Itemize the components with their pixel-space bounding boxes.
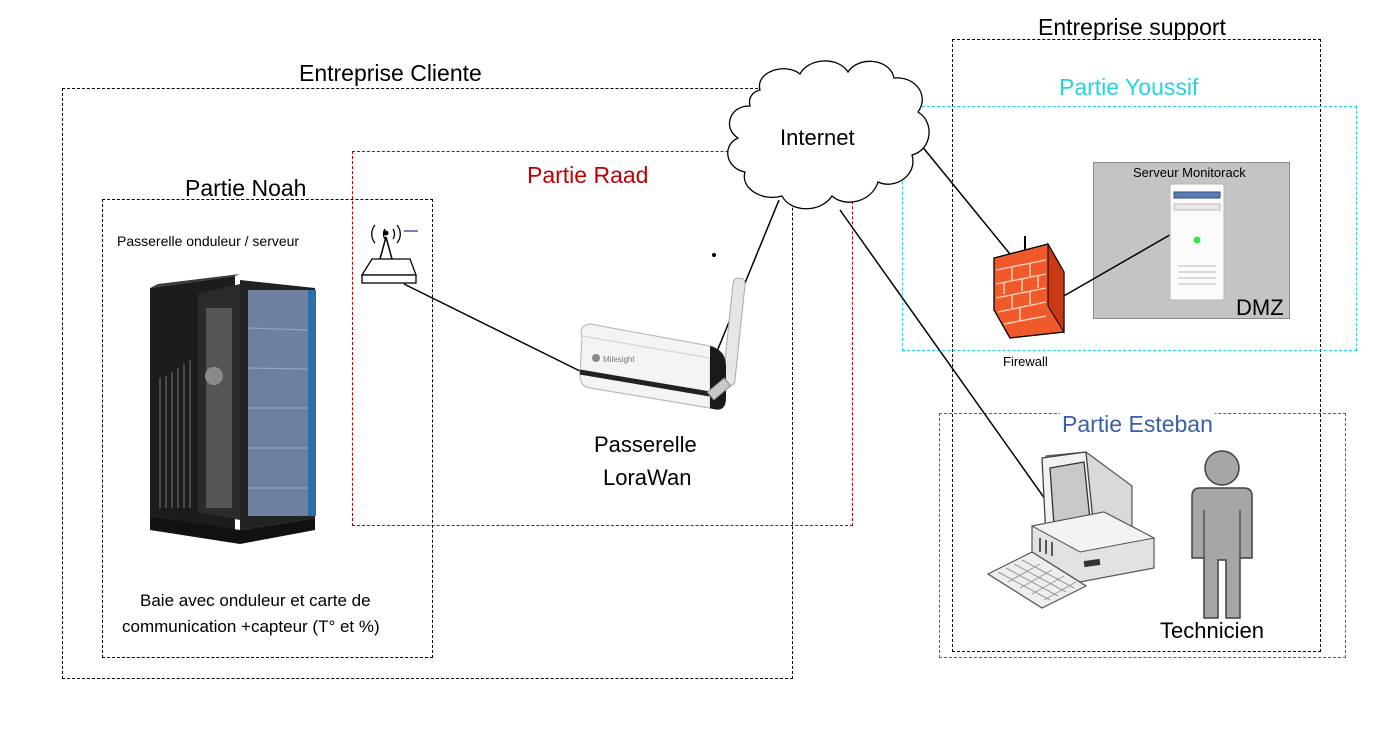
partie-esteban-title: Partie Esteban [1060,411,1215,437]
server-rack-image [150,274,316,544]
partie-youssif-zone [902,106,1357,351]
gateway-brand-text: Milesight [603,355,635,364]
wireless-access-point-icon [360,224,418,284]
server-tower-icon [1169,183,1225,301]
stray-dot [712,253,716,257]
baie-description-line1: Baie avec onduleur et carte de [140,591,371,610]
entreprise-cliente-zone [62,88,793,679]
partie-raad-zone [352,151,853,526]
partie-youssif-title: Partie Youssif [1059,74,1199,100]
entreprise-support-title: Entreprise support [1036,14,1228,40]
partie-noah-zone [102,199,433,658]
link-onduleur-lorawan [403,283,593,378]
passerelle-lorawan-label-line1: Passerelle [594,432,697,457]
firewall-label: Firewall [1003,354,1048,369]
technician-person-icon [1191,450,1253,619]
entreprise-support-zone [952,39,1321,652]
link-firewall-server [1061,231,1176,298]
internet-cloud [727,60,930,210]
passerelle-onduleur-label: Passerelle onduleur / serveur [117,233,300,249]
technicien-label: Technicien [1160,618,1264,643]
entreprise-cliente-title: Entreprise Cliente [299,60,482,86]
partie-raad-title: Partie Raad [527,162,649,188]
passerelle-lorawan-label-line2: LoraWan [603,465,692,490]
internet-label: Internet [780,125,855,150]
baie-description-line2: communication +capteur (T° et %) [122,617,380,636]
firewall-icon [993,236,1065,339]
lorawan-gateway-image: Milesight [579,277,746,410]
serveur-monitorack-label: Serveur Monitorack [1133,165,1246,180]
link-internet-technician [839,209,1068,531]
desktop-computer-icon [986,451,1156,609]
partie-noah-title: Partie Noah [185,175,307,201]
dmz-label: DMZ [1236,295,1284,320]
